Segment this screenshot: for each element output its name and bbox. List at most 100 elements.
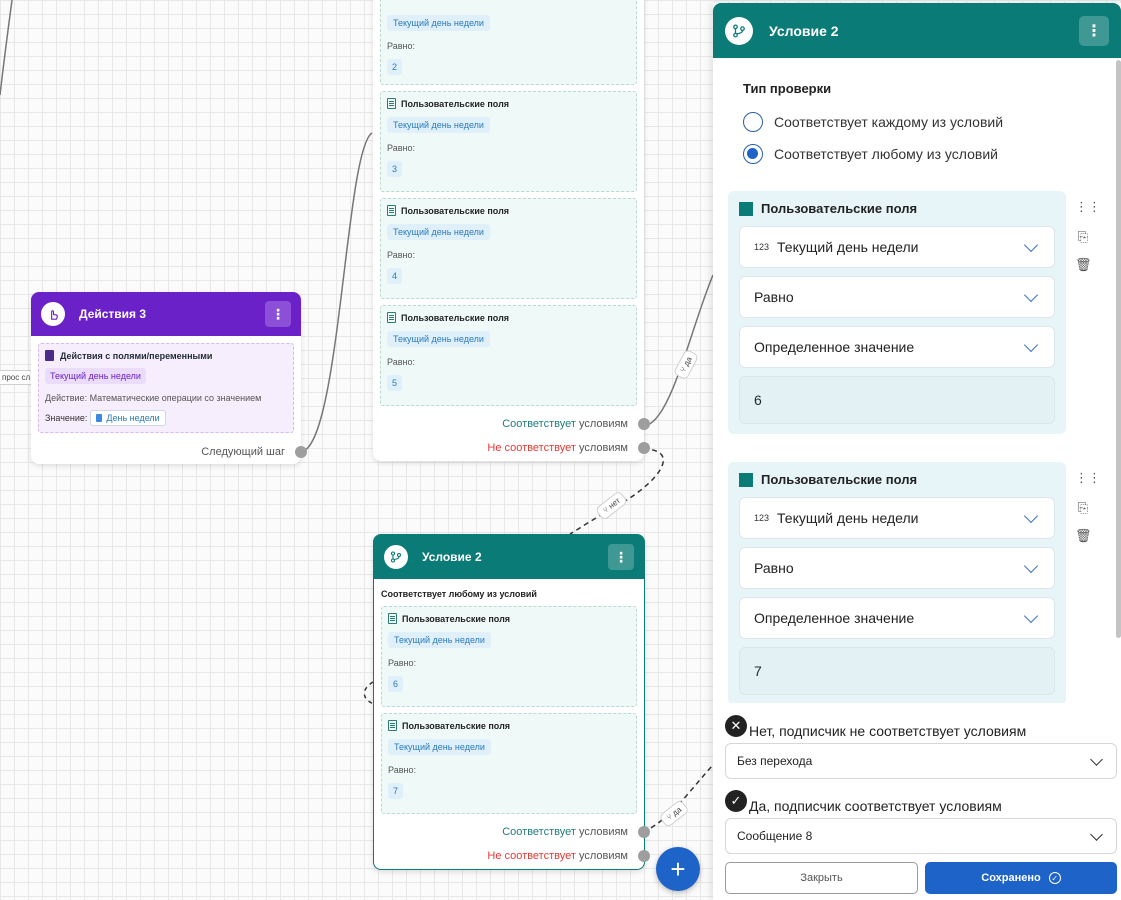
value-type-select[interactable]: Определенное значение <box>739 597 1055 639</box>
group-square-icon <box>739 201 753 216</box>
match-output[interactable]: Соответствует условиям <box>374 820 650 844</box>
number-type-icon: 123 <box>754 242 770 252</box>
document-icon <box>387 205 396 216</box>
branch-icon <box>725 16 753 45</box>
actions-node-menu-button[interactable]: ⋮ <box>265 301 291 327</box>
radio-every-condition[interactable]: Соответствует каждому из условий <box>743 106 1121 138</box>
action-item[interactable]: Действия с полями/переменными Текущий де… <box>38 343 294 433</box>
no-match-port[interactable] <box>638 442 650 454</box>
match-port[interactable] <box>638 418 650 430</box>
value-input[interactable]: 7 <box>739 647 1055 695</box>
condition-block-title-text: Пользовательские поля <box>401 205 510 216</box>
radio-button-selected[interactable] <box>743 144 763 164</box>
no-branch-title: ✕ Нет, подписчик не соответствует услови… <box>725 713 1026 739</box>
panel-header: Условие 2 ⋮ <box>713 3 1121 58</box>
condition-node-bottom[interactable]: Условие 2 ⋮ Соответствует любому из усло… <box>373 534 650 870</box>
value-type-select-value: Определенное значение <box>754 610 915 626</box>
condition-node-top[interactable]: Текущий день недели Равно: 2 Пользовател… <box>373 0 650 461</box>
field-chip: Текущий день недели <box>387 15 490 31</box>
field-chip: Текущий день недели <box>388 632 491 648</box>
panel-menu-button[interactable]: ⋮ <box>1079 15 1109 46</box>
radio-button[interactable] <box>743 112 763 132</box>
actions-node[interactable]: Действия 3 ⋮ Действия с полями/переменны… <box>31 292 307 464</box>
value-type-select[interactable]: Определенное значение <box>739 326 1055 368</box>
check-circle-icon: ✓ <box>725 790 747 812</box>
condition-block-title-text: Пользовательские поля <box>402 720 511 731</box>
edge-label-yes-text: да <box>681 355 694 368</box>
edge-label-yes-2: ⑂ да <box>658 798 690 829</box>
close-circle-icon: ✕ <box>725 715 747 737</box>
copy-icon[interactable]: ⎘ <box>1077 229 1089 244</box>
value-type-select-value: Определенное значение <box>754 339 915 355</box>
field-chip: Текущий день недели <box>387 331 490 347</box>
condition-block-title-text: Пользовательские поля <box>401 98 510 109</box>
field-select[interactable]: 123 Текущий день недели <box>739 497 1055 539</box>
action-item-header: Действия с полями/переменными <box>45 350 287 361</box>
close-button-label: Закрыть <box>800 872 843 884</box>
next-step-output[interactable]: Следующий шаг <box>31 440 307 464</box>
condition-config-2: Пользовательские поля 123 Текущий день н… <box>728 462 1066 705</box>
field-chip: Текущий день недели <box>388 739 491 755</box>
panel-scrollbar[interactable] <box>1116 60 1121 638</box>
no-branch-select[interactable]: Без перехода <box>725 743 1117 779</box>
number-type-icon: 123 <box>754 513 770 523</box>
actions-node-header: Действия 3 ⋮ <box>31 292 301 336</box>
operator-label: Равно: <box>387 357 415 367</box>
field-chip: Текущий день недели <box>387 224 490 240</box>
condition-group-label: Пользовательские поля <box>761 201 918 216</box>
no-match-output[interactable]: Не соответствует условиям <box>373 436 650 460</box>
condition-block-partial[interactable]: Текущий день недели Равно: 2 <box>380 0 637 85</box>
chevron-down-icon <box>1023 608 1039 623</box>
field-select-value: Текущий день недели <box>777 510 919 526</box>
condition-node-menu-button[interactable]: ⋮ <box>608 544 634 570</box>
copy-icon[interactable]: ⎘ <box>1077 500 1089 515</box>
trash-icon[interactable]: 🗑 <box>1075 528 1092 543</box>
no-match-port[interactable] <box>638 850 650 862</box>
next-step-port[interactable] <box>295 446 307 458</box>
radio-label: Соответствует каждому из условий <box>774 114 1004 130</box>
trash-icon[interactable]: 🗑 <box>1075 257 1092 272</box>
no-branch-select-value: Без перехода <box>737 754 813 768</box>
calculator-icon <box>45 350 54 361</box>
operator-select[interactable]: Равно <box>739 547 1055 589</box>
no-match-output[interactable]: Не соответствует условиям <box>374 844 650 868</box>
edge-label-text: прос сл <box>2 373 31 382</box>
edge-label-no: ⑂ нет <box>594 489 629 522</box>
value-chip-text: День недели <box>106 413 160 423</box>
hand-pointer-icon <box>41 302 65 326</box>
condition-block-title-text: Пользовательские поля <box>401 312 510 323</box>
no-match-output-colored: Не соответствует <box>487 442 576 454</box>
no-match-output-rest: условиям <box>575 850 628 862</box>
radio-any-condition[interactable]: Соответствует любому из условий <box>743 138 1121 170</box>
close-button[interactable]: Закрыть <box>725 862 918 894</box>
value-row: Значение: День недели <box>45 410 287 426</box>
no-match-output-rest: условиям <box>575 442 628 454</box>
add-node-button[interactable]: + <box>656 847 700 891</box>
save-button[interactable]: Сохранено ✓ <box>925 862 1117 894</box>
drag-handle-icon[interactable]: ⋮⋮ <box>1075 470 1101 485</box>
yes-branch-select[interactable]: Сообщение 8 <box>725 818 1117 854</box>
next-step-label: Следующий шаг <box>201 446 285 458</box>
condition-block-title-text: Пользовательские поля <box>402 613 511 624</box>
drag-handle-icon[interactable]: ⋮⋮ <box>1075 199 1101 214</box>
value-chip: 7 <box>388 783 404 799</box>
match-output[interactable]: Соответствует условиям <box>373 412 650 436</box>
document-icon <box>387 312 396 323</box>
condition-settings-panel: Условие 2 ⋮ Тип проверки Соответствует к… <box>713 3 1121 900</box>
menu-dots-icon: ⋮ <box>614 548 628 565</box>
edge-label-yes: ⑂ да <box>672 348 700 381</box>
actions-node-title: Действия 3 <box>79 307 147 321</box>
document-icon <box>388 720 397 731</box>
condition-block-title: Пользовательские поля <box>387 205 630 216</box>
operator-select[interactable]: Равно <box>739 276 1055 318</box>
group-square-icon <box>739 472 753 487</box>
match-port[interactable] <box>638 826 650 838</box>
branch-icon <box>384 545 408 569</box>
value-input[interactable]: 6 <box>739 376 1055 424</box>
field-select[interactable]: 123 Текущий день недели <box>739 226 1055 268</box>
